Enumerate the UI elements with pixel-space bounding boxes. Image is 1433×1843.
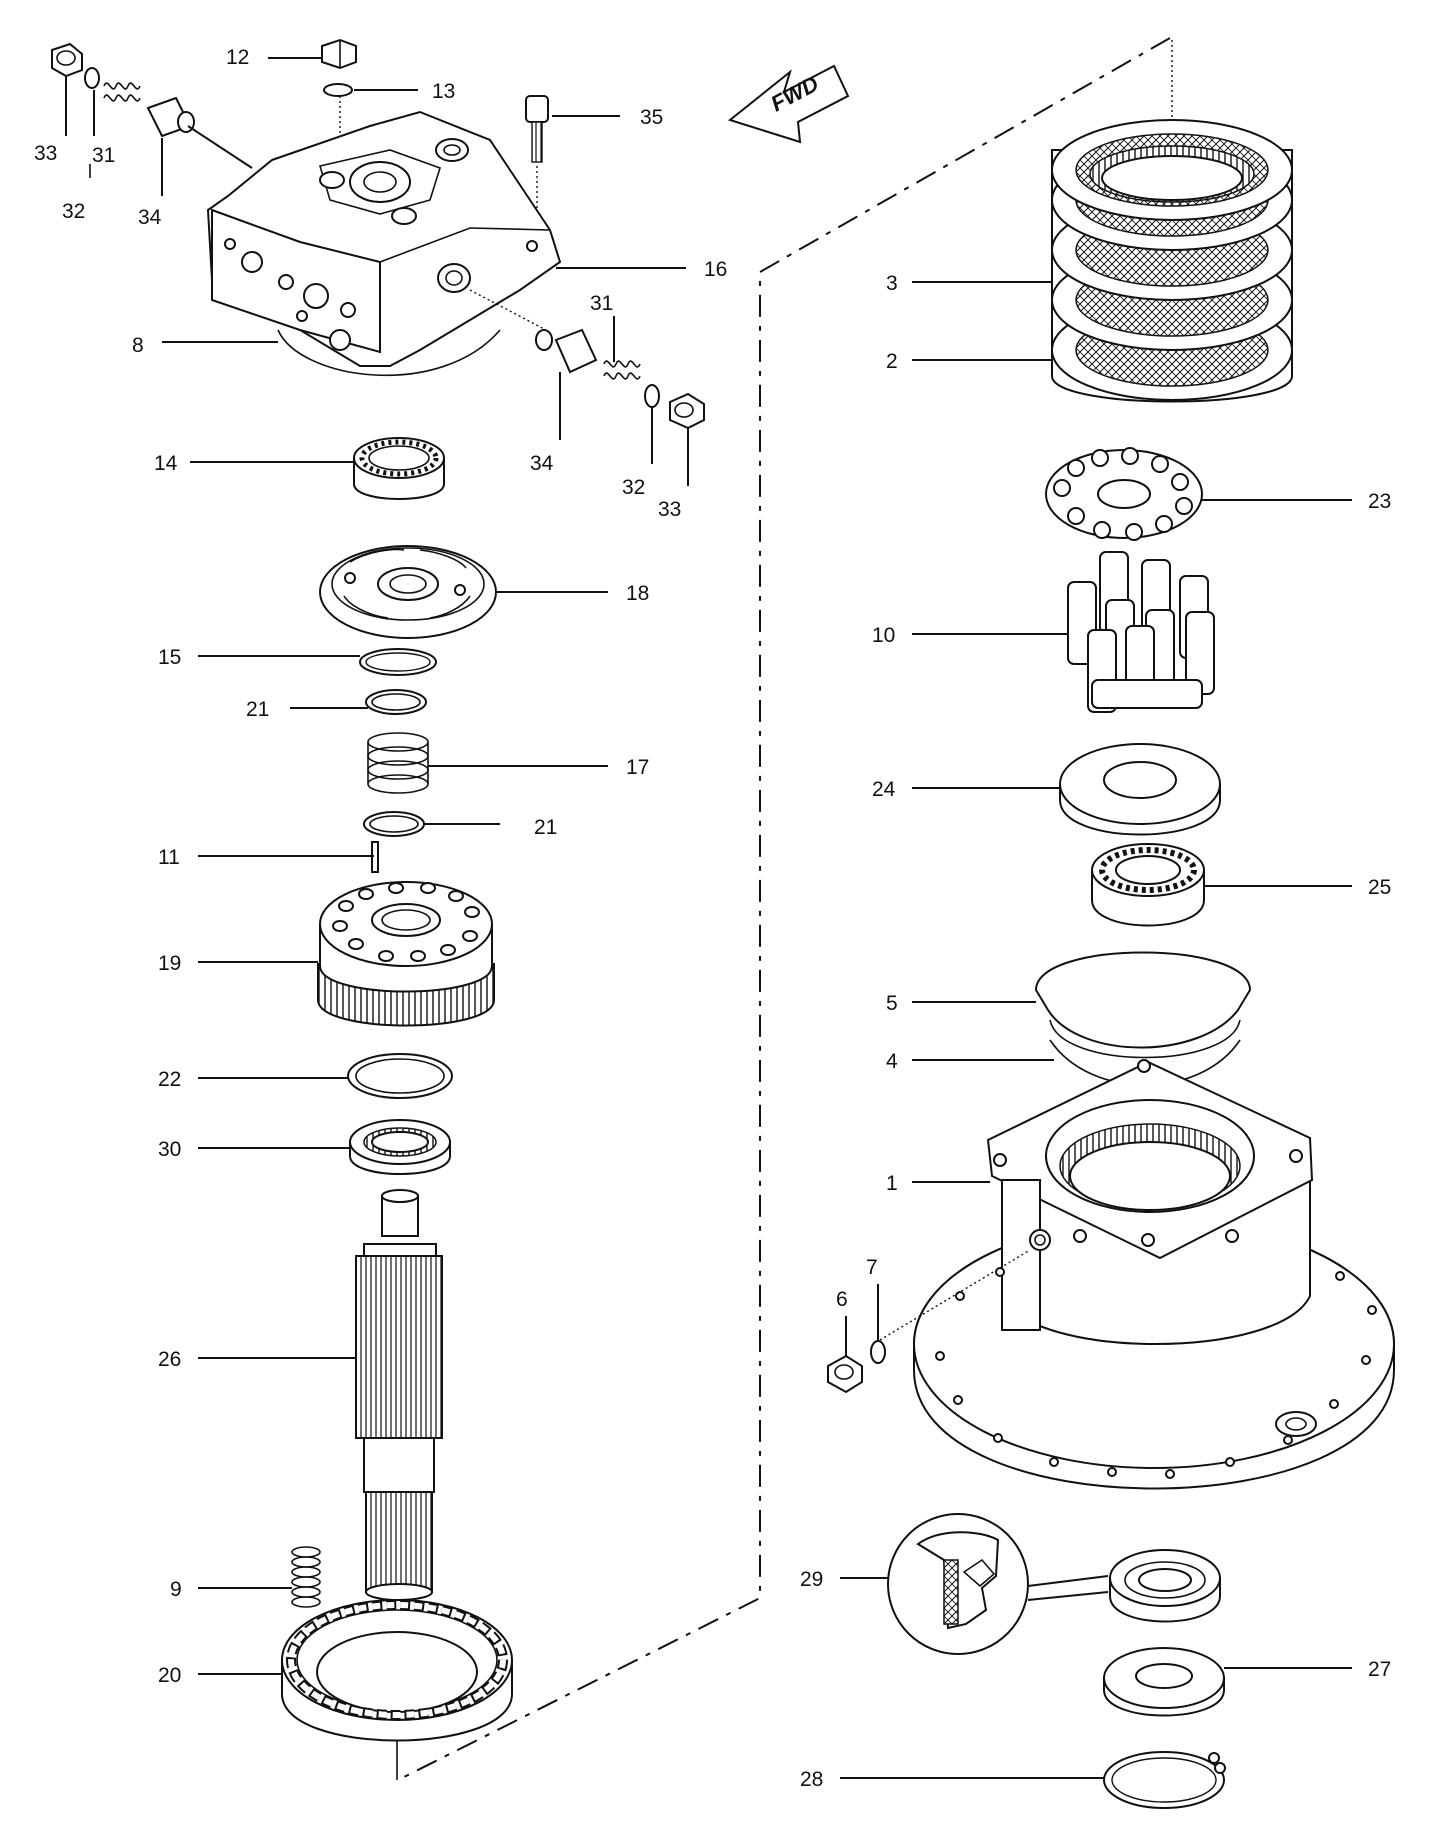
callout-14: 14 (154, 452, 178, 475)
part-33-plug-left (51, 42, 83, 78)
callout-10: 10 (872, 624, 895, 647)
callout-32-left: 32 (62, 200, 85, 223)
callout-27: 27 (1368, 1658, 1391, 1681)
callout-9: 9 (170, 1578, 182, 1601)
callout-13: 13 (432, 80, 455, 103)
part-26-shaft (355, 1189, 443, 1601)
part-10-pistons (1067, 551, 1215, 713)
leader-lines (65, 57, 1352, 1779)
callout-29: 29 (800, 1568, 823, 1591)
callout-21-lower: 21 (534, 816, 557, 839)
callout-4: 4 (886, 1050, 898, 1073)
callout-21-upper: 21 (246, 698, 269, 721)
callout-25: 25 (1368, 876, 1391, 899)
part-15-snap-ring (359, 648, 437, 676)
part-7-oring (870, 1340, 886, 1364)
callout-31-right: 31 (590, 292, 613, 315)
part-8-gasket (277, 329, 501, 377)
callout-35: 35 (640, 106, 663, 129)
callout-22: 22 (158, 1068, 181, 1091)
fwd-arrow-icon: FWD (727, 64, 850, 144)
part-21-washer-lower (363, 811, 425, 837)
part-24-swash-plate (1059, 743, 1221, 836)
callout-33-left: 33 (34, 142, 57, 165)
part-32-oring-right (644, 384, 660, 408)
part-20-roller-bearing (281, 1599, 513, 1742)
part-34-sleeve-left (146, 96, 195, 138)
part-9-spring (291, 1546, 321, 1608)
callout-19: 19 (158, 952, 181, 975)
part-16-valve-housing (206, 110, 562, 367)
callout-33-right: 33 (658, 498, 681, 521)
part-22-ring (347, 1053, 453, 1099)
callout-1: 1 (886, 1172, 898, 1195)
part-14-bearing (353, 437, 445, 500)
callout-11: 11 (158, 846, 180, 869)
part-18-valve-plate (319, 545, 497, 639)
part-27-washer (1103, 1647, 1225, 1717)
callout-31-left: 31 (92, 144, 115, 167)
part-6-plug (827, 1354, 863, 1394)
callout-labels: 12 13 35 16 8 33 31 32 34 31 34 32 33 14… (34, 46, 1391, 1791)
part-1-motor-housing (913, 1059, 1395, 1490)
part-35-bolt (525, 95, 549, 163)
callout-16: 16 (704, 258, 727, 281)
part-33-plug-right (669, 392, 705, 430)
callout-7: 7 (866, 1256, 878, 1279)
callout-8: 8 (132, 334, 144, 357)
callout-5: 5 (886, 992, 898, 1015)
callout-34-right: 34 (530, 452, 554, 475)
callout-34-left: 34 (138, 206, 162, 229)
section-line (397, 37, 1171, 1781)
part-19-cylinder-block (317, 881, 495, 1027)
part-30-roller-bearing (349, 1119, 451, 1175)
part-31-spring-right (603, 360, 641, 380)
part-29-detail-bubble (887, 1513, 1029, 1655)
callout-26: 26 (158, 1348, 181, 1371)
callout-3: 3 (886, 272, 898, 295)
part-28-snap-ring (1103, 1751, 1226, 1809)
callout-17: 17 (626, 756, 649, 779)
part-17-spring (367, 732, 429, 794)
part-25-bearing (1091, 843, 1205, 927)
callout-18: 18 (626, 582, 649, 605)
part-31-spring-left (103, 82, 141, 102)
part-32-oring-left (84, 67, 100, 89)
part-12-plug-top (321, 38, 357, 70)
callout-20: 20 (158, 1664, 181, 1687)
part-34-sleeve-right (535, 328, 598, 374)
callout-32-right: 32 (622, 476, 645, 499)
callout-12: 12 (226, 46, 249, 69)
part-23-retainer-plate (1045, 447, 1203, 541)
part-5-seal (1034, 951, 1252, 1049)
callout-6: 6 (836, 1288, 848, 1311)
part-21-washer-upper (365, 689, 427, 715)
callout-23: 23 (1368, 490, 1391, 513)
part-13-oring-top (323, 83, 353, 97)
part-2-3-friction-plates (1051, 119, 1293, 403)
callout-2: 2 (886, 350, 898, 373)
part-29-oil-seal (1109, 1549, 1221, 1623)
callout-15: 15 (158, 646, 181, 669)
callout-28: 28 (800, 1768, 823, 1791)
callout-30: 30 (158, 1138, 181, 1161)
callout-24: 24 (872, 778, 896, 801)
